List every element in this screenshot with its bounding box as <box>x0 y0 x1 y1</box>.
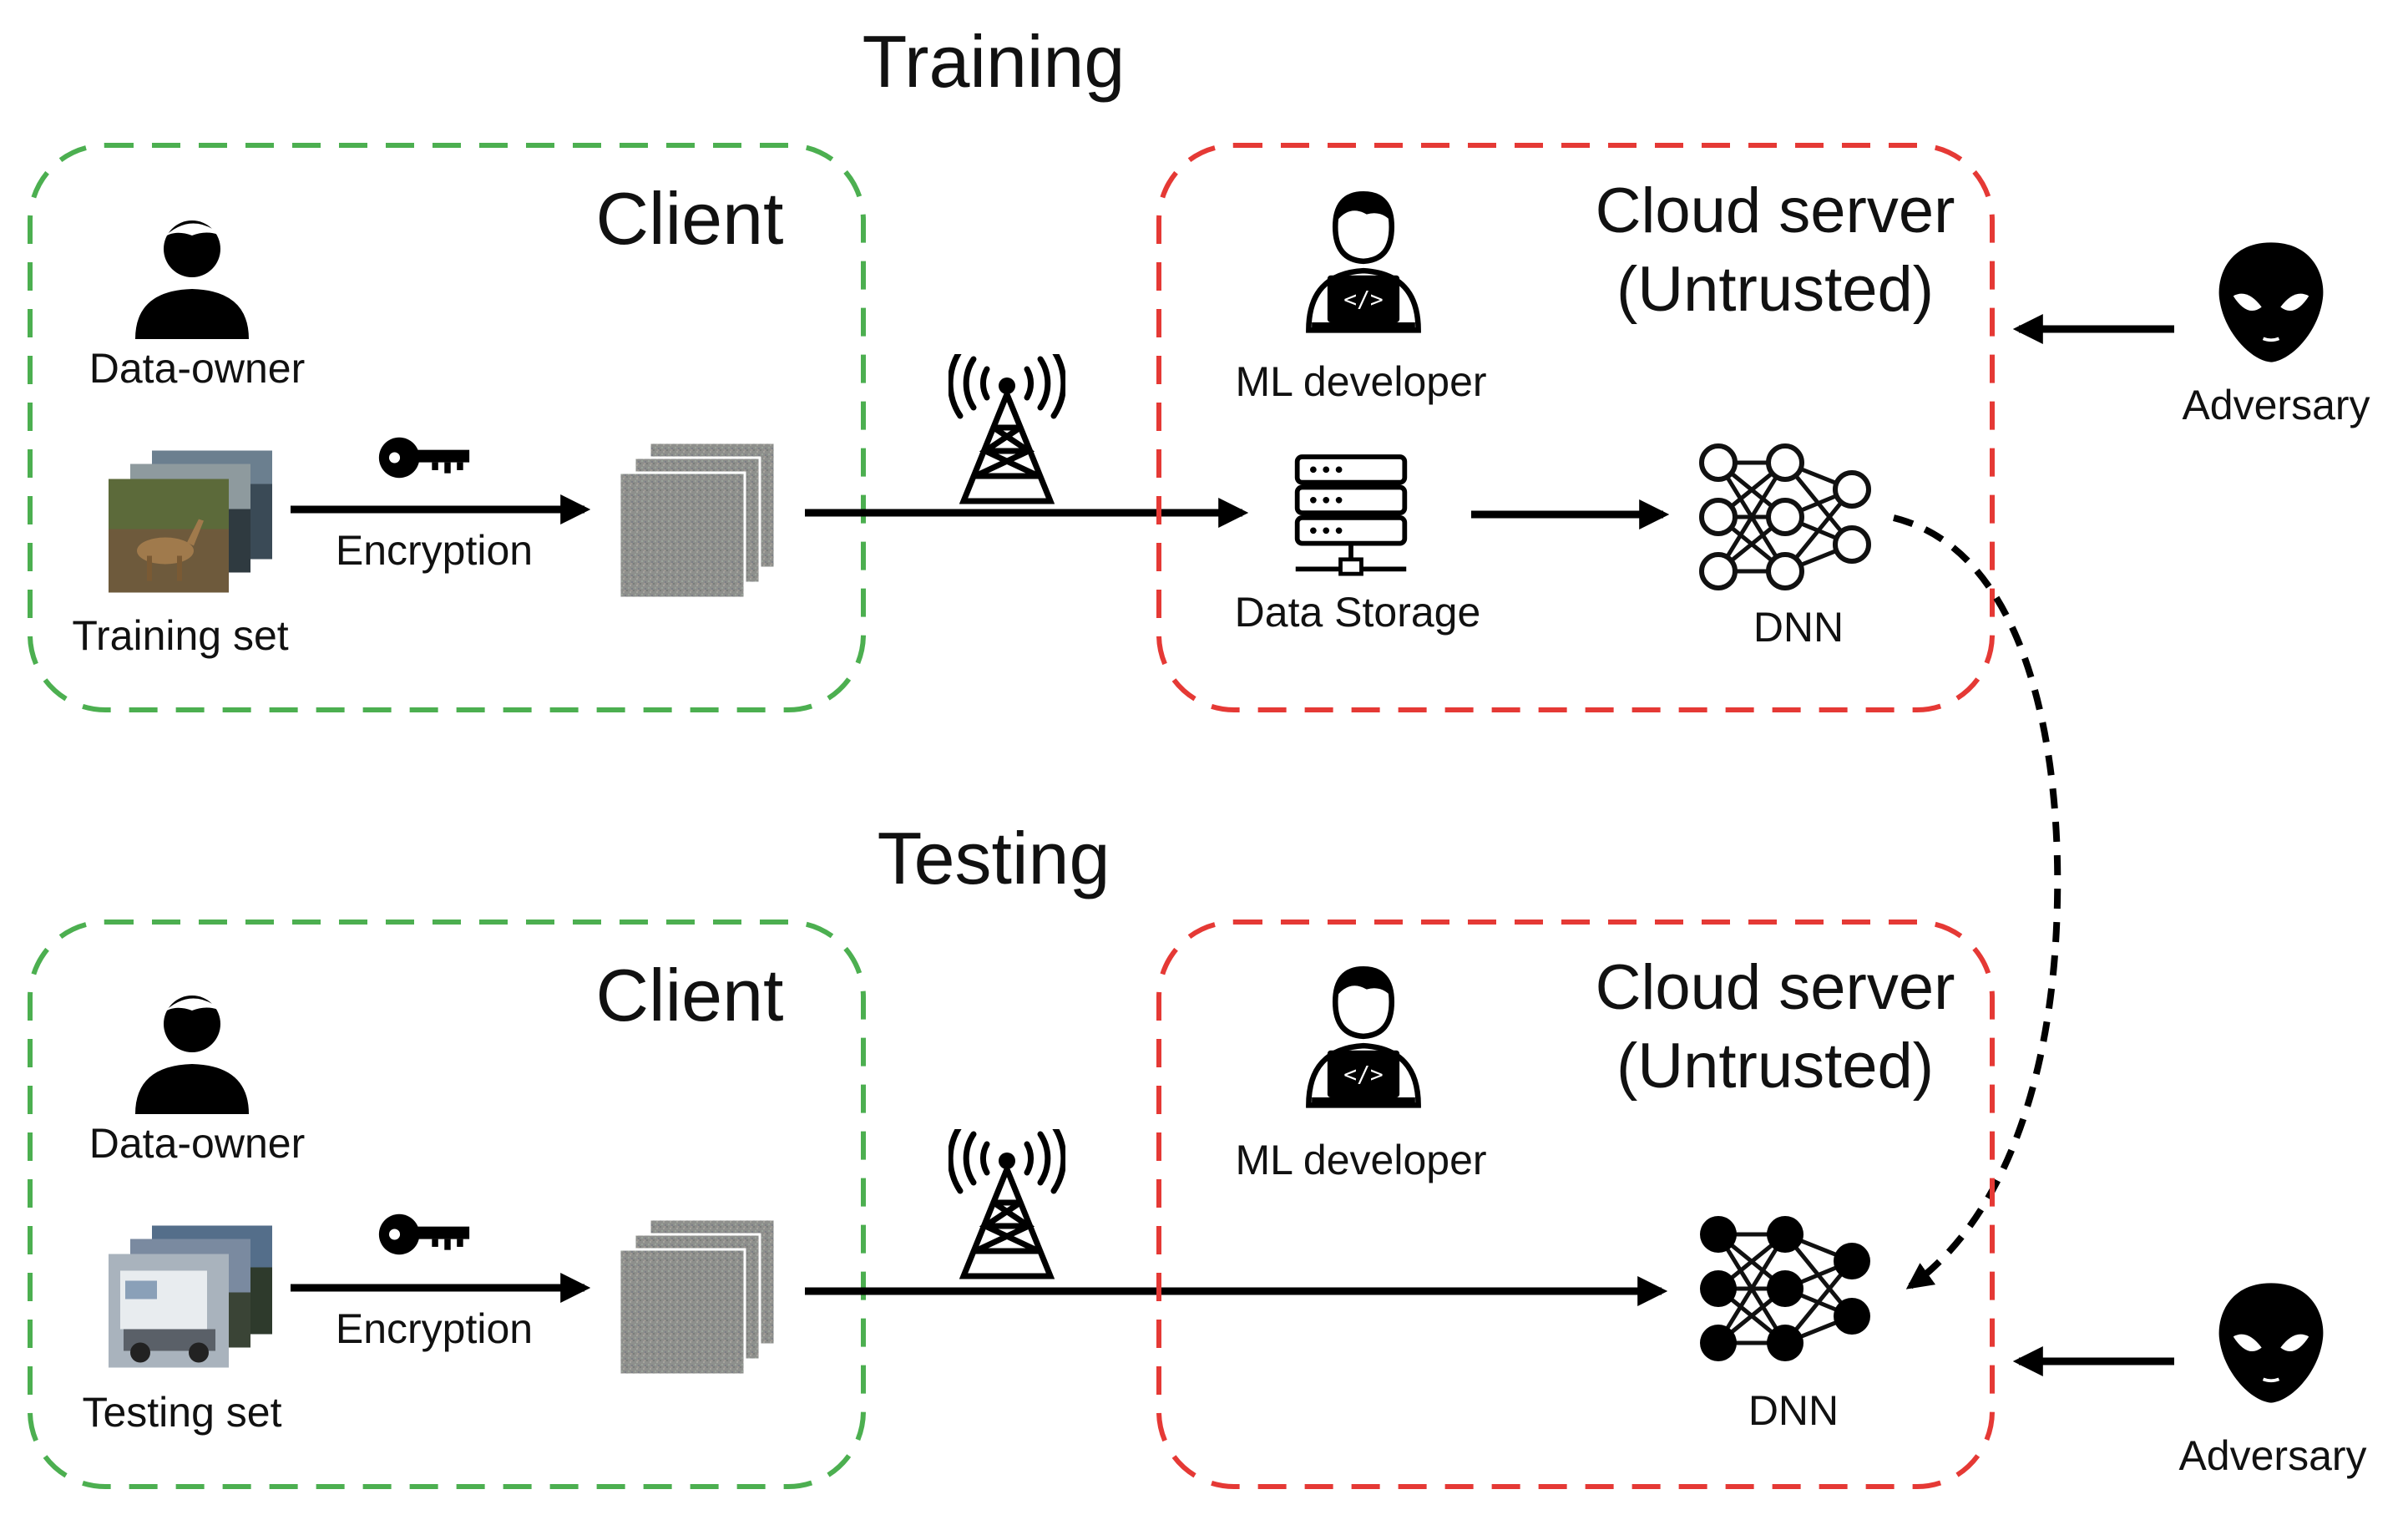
training-dnn-label: DNN <box>1753 604 1844 651</box>
neural-network-icon <box>1700 1216 1870 1361</box>
neural-network-icon <box>1702 446 1869 588</box>
server-storage-icon <box>1296 457 1406 574</box>
training-title: Training <box>863 20 1126 103</box>
training-data-storage-label: Data Storage <box>1235 589 1481 636</box>
training-encryption-label: Encryption <box>336 527 533 574</box>
developer-laptop-icon <box>1308 967 1418 1105</box>
training-client-box <box>28 143 866 712</box>
encrypted-image-icon <box>620 1219 777 1376</box>
testing-server-box <box>1156 920 1995 1489</box>
training-adversary-label: Adversary <box>2182 382 2370 428</box>
training-server-title-line2: (Untrusted) <box>1616 254 1934 325</box>
testing-server-title-line2: (Untrusted) <box>1616 1031 1934 1102</box>
alien-adversary-icon <box>2217 241 2325 364</box>
alien-adversary-icon <box>2217 1281 2325 1405</box>
training-set-label: Training set <box>72 612 288 659</box>
testing-set-label: Testing set <box>82 1389 281 1436</box>
person-icon <box>135 996 249 1114</box>
training-data-owner-label: Data-owner <box>89 345 305 392</box>
training-server-box <box>1156 143 1995 712</box>
encrypted-image-icon <box>620 443 777 600</box>
testing-client-title: Client <box>596 954 784 1036</box>
testing-server-title-line1: Cloud server <box>1596 952 1955 1023</box>
training-ml-developer-label: ML developer <box>1235 358 1486 405</box>
antenna-tower-icon <box>950 351 1064 501</box>
testing-ml-developer-label: ML developer <box>1235 1137 1486 1183</box>
antenna-tower-icon <box>950 1126 1064 1276</box>
testing-data-owner-label: Data-owner <box>89 1120 305 1167</box>
testing-set-image-stack <box>109 1225 272 1368</box>
testing-adversary-label: Adversary <box>2178 1432 2366 1479</box>
testing-client-box <box>28 920 866 1489</box>
training-server-title-line1: Cloud server <box>1596 175 1955 246</box>
training-set-image-stack <box>109 450 272 593</box>
testing-dnn-label: DNN <box>1748 1387 1839 1434</box>
testing-title: Testing <box>878 817 1110 899</box>
testing-encryption-label: Encryption <box>336 1305 533 1352</box>
developer-laptop-icon <box>1308 192 1418 330</box>
key-icon <box>378 437 470 479</box>
model-transfer-arrow <box>1893 514 2061 1289</box>
training-client-title: Client <box>596 177 784 260</box>
key-icon <box>378 1213 470 1255</box>
person-icon <box>135 220 249 339</box>
